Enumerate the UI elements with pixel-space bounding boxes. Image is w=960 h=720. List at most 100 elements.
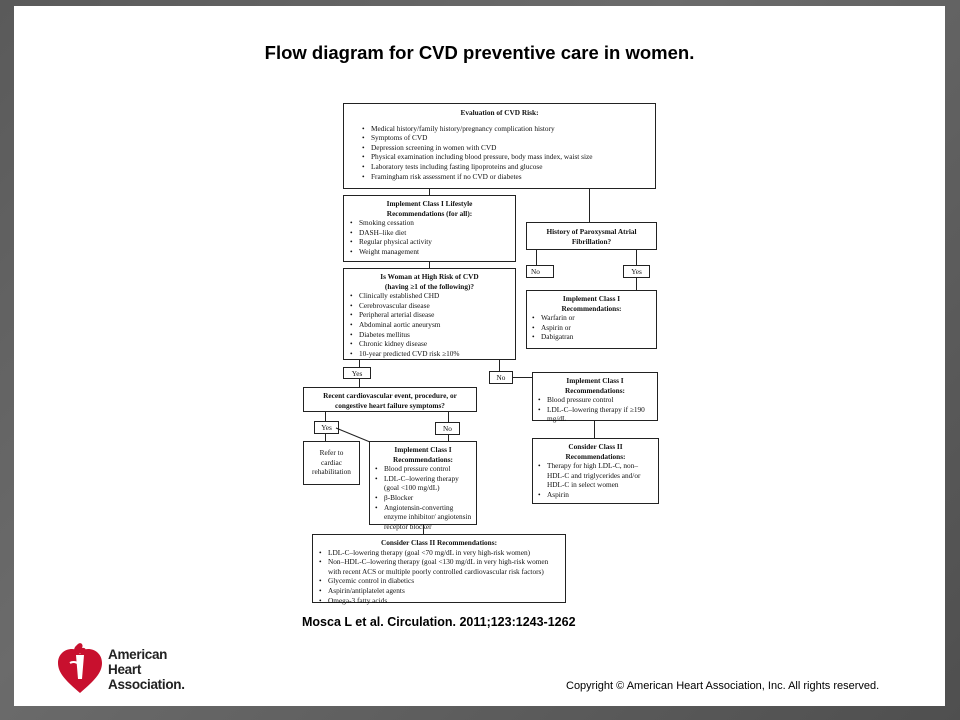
list-item: Smoking cessation bbox=[348, 218, 511, 228]
afib-title-line2: Fibrillation? bbox=[571, 236, 612, 246]
aha-logo: American Heart Association. bbox=[56, 641, 206, 697]
list-item: Aspirin/antiplatelet agents bbox=[317, 586, 561, 596]
connector-line bbox=[429, 262, 430, 268]
class1-low-list: Blood pressure control LDL-C–lowering th… bbox=[536, 395, 654, 424]
lifestyle-box: Implement Class I Lifestyle Recommendati… bbox=[343, 195, 516, 262]
recent-event-no-label: No bbox=[435, 422, 460, 435]
refer-line1: Refer to bbox=[319, 448, 344, 457]
list-item: Chronic kidney disease bbox=[348, 339, 511, 349]
class1-low-title-line2: Recommendations: bbox=[565, 385, 625, 395]
list-item: DASH–like diet bbox=[348, 228, 511, 238]
list-item: Therapy for high LDL-C, non–HDL-C and tr… bbox=[536, 461, 655, 490]
class1-low-risk-box: Implement Class I Recommendations: Blood… bbox=[532, 372, 658, 424]
class1-high-title-line1: Implement Class I bbox=[394, 445, 452, 454]
list-item: Weight management bbox=[348, 247, 511, 257]
afib-recs-title-line2: Recommendations: bbox=[561, 303, 622, 313]
high-risk-box: Is Woman at High Risk of CVD (having ≥1 … bbox=[343, 268, 516, 360]
list-item: Blood pressure control bbox=[536, 395, 654, 405]
class1-low-title-line1: Implement Class I bbox=[566, 376, 624, 385]
connector-line bbox=[636, 278, 637, 290]
afib-recs-list: Warfarin or Aspirin or Dabigatran bbox=[530, 313, 653, 342]
class2-low-title-line1: Consider Class II bbox=[568, 442, 623, 451]
list-item: β-Blocker bbox=[373, 493, 473, 503]
connector-line bbox=[594, 421, 595, 438]
connector-line bbox=[499, 360, 500, 371]
evaluation-title: Evaluation of CVD Risk: bbox=[460, 108, 539, 117]
citation: Mosca L et al. Circulation. 2011;123:124… bbox=[302, 615, 576, 629]
list-item: Aspirin bbox=[536, 490, 655, 500]
connector-line bbox=[429, 189, 430, 195]
connector-line bbox=[536, 250, 537, 265]
list-item: Medical history/family history/pregnancy… bbox=[360, 124, 649, 134]
list-item: Depression screening in women with CVD bbox=[360, 143, 649, 153]
class2-high-title: Consider Class II Recommendations: bbox=[380, 538, 497, 547]
list-item: Symptoms of CVD bbox=[360, 133, 649, 143]
class1-high-title-line2: Recommendations: bbox=[393, 454, 453, 464]
list-item: Clinically established CHD bbox=[348, 291, 511, 301]
connector-line bbox=[448, 412, 449, 422]
afib-no-label: No bbox=[526, 265, 554, 278]
slide-title: Flow diagram for CVD preventive care in … bbox=[264, 42, 695, 63]
list-item: Warfarin or bbox=[530, 313, 653, 323]
connector-line bbox=[589, 189, 590, 222]
high-risk-title-line2: (having ≥1 of the following)? bbox=[384, 281, 475, 291]
list-item: Aspirin or bbox=[530, 323, 653, 333]
high-risk-yes-label: Yes bbox=[343, 367, 371, 379]
evaluation-box: Evaluation of CVD Risk: Medical history/… bbox=[343, 103, 656, 189]
connector-line bbox=[448, 435, 449, 441]
slide: Flow diagram for CVD preventive care in … bbox=[14, 6, 945, 706]
connector-line bbox=[359, 360, 360, 367]
connector-diagonal bbox=[335, 427, 371, 443]
lifestyle-title-line2: Recommendations (for all): bbox=[386, 208, 473, 218]
recent-event-line1: Recent cardiovascular event, procedure, … bbox=[323, 391, 457, 400]
recent-event-box: Recent cardiovascular event, procedure, … bbox=[303, 387, 477, 412]
list-item: Peripheral arterial disease bbox=[348, 310, 511, 320]
logo-line2: Heart bbox=[108, 662, 142, 677]
list-item: Framingham risk assessment if no CVD or … bbox=[360, 172, 649, 182]
lifestyle-title-line1: Implement Class I Lifestyle bbox=[386, 199, 473, 208]
afib-recs-title-line1: Implement Class I bbox=[562, 294, 621, 303]
class2-low-title-line2: Recommendations: bbox=[565, 451, 626, 461]
class1-high-risk-box: Implement Class I Recommendations: Blood… bbox=[369, 441, 477, 531]
connector-line bbox=[325, 434, 326, 441]
logo-wordmark: American Heart Association. bbox=[108, 647, 185, 692]
list-item: Dabigatran bbox=[530, 332, 653, 342]
list-item: 10-year predicted CVD risk ≥10% bbox=[348, 349, 511, 359]
list-item: Laboratory tests including fasting lipop… bbox=[360, 162, 649, 172]
list-item: Regular physical activity bbox=[348, 237, 511, 247]
list-item: Glycemic control in diabetics bbox=[317, 576, 561, 586]
refer-line2: cardiac bbox=[320, 457, 343, 467]
heart-and-torch-icon bbox=[58, 643, 102, 693]
logo-line3: Association. bbox=[108, 677, 185, 692]
high-risk-title-line1: Is Woman at High Risk of CVD bbox=[380, 272, 479, 281]
evaluation-list: Medical history/family history/pregnancy… bbox=[350, 124, 649, 182]
connector-line bbox=[423, 525, 424, 535]
afib-question-box: History of Paroxysmal Atrial Fibrillatio… bbox=[526, 222, 657, 250]
class1-high-list: Blood pressure control LDL-C–lowering th… bbox=[373, 464, 473, 531]
connector-line bbox=[513, 377, 532, 378]
afib-recs-box: Implement Class I Recommendations: Warfa… bbox=[526, 290, 657, 349]
copyright-notice: Copyright © American Heart Association, … bbox=[566, 680, 880, 692]
list-item: Cerebrovascular disease bbox=[348, 301, 511, 311]
list-item: LDL-C–lowering therapy (goal <70 mg/dL i… bbox=[317, 548, 561, 558]
connector-line bbox=[325, 412, 326, 421]
list-item: Omega-3 fatty acids bbox=[317, 596, 561, 606]
class2-high-risk-box: Consider Class II Recommendations: LDL-C… bbox=[312, 534, 566, 606]
lifestyle-list: Smoking cessation DASH–like diet Regular… bbox=[348, 218, 511, 256]
list-item: LDL-C–lowering therapy (goal <100 mg/dL) bbox=[373, 474, 473, 493]
list-item: Blood pressure control bbox=[373, 464, 473, 474]
afib-title-line1: History of Paroxysmal Atrial bbox=[546, 227, 637, 236]
list-item: Angiotensin-converting enzyme inhibitor/… bbox=[373, 503, 473, 532]
afib-yes-label: Yes bbox=[623, 265, 650, 278]
list-item: Physical examination including blood pre… bbox=[360, 152, 649, 162]
recent-event-yes-label: Yes bbox=[314, 421, 339, 434]
list-item: LDL-C–lowering therapy if ≥190 mg/dL bbox=[536, 405, 654, 424]
class2-low-risk-box: Consider Class II Recommendations: Thera… bbox=[532, 438, 659, 504]
list-item: Non–HDL-C–lowering therapy (goal <130 mg… bbox=[317, 557, 561, 576]
list-item: Abdominal aortic aneurysm bbox=[348, 320, 511, 330]
high-risk-no-label: No bbox=[489, 371, 513, 384]
class2-low-list: Therapy for high LDL-C, non–HDL-C and tr… bbox=[536, 461, 655, 499]
list-item: Diabetes mellitus bbox=[348, 330, 511, 340]
logo-line1: American bbox=[108, 647, 168, 662]
refer-line3: rehabilitation bbox=[312, 467, 351, 477]
